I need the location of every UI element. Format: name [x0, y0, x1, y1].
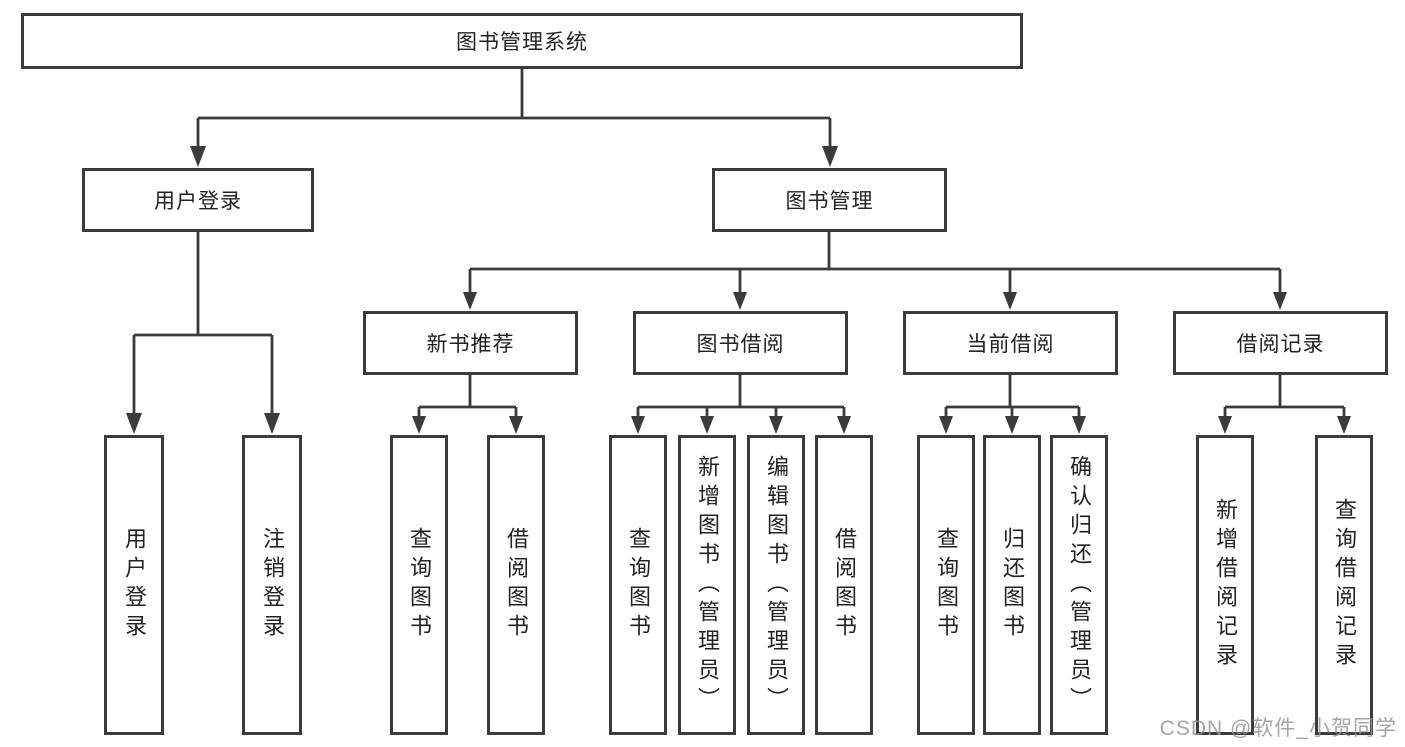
- leaf-cb-return-book-label: 归还图书: [1000, 527, 1025, 643]
- leaf-bb-edit-book-admin-label: 编辑图书（管理员）: [764, 454, 789, 716]
- leaf-bb-edit-book-admin: 编辑图书（管理员）: [747, 435, 805, 735]
- node-new-book-recommend: 新书推荐: [363, 311, 578, 375]
- node-book-borrow: 图书借阅: [633, 311, 848, 375]
- leaf-cb-query-book-label: 查询图书: [934, 527, 959, 643]
- leaf-bb-borrow-book-label: 借阅图书: [832, 527, 857, 643]
- leaf-user-login-label: 用户登录: [122, 527, 147, 643]
- node-book-management-label: 图书管理: [785, 190, 874, 213]
- node-book-borrow-label: 图书借阅: [696, 333, 785, 356]
- leaf-user-login: 用户登录: [104, 435, 164, 735]
- leaf-bb-borrow-book: 借阅图书: [815, 435, 873, 735]
- leaf-bb-query-book: 查询图书: [609, 435, 667, 735]
- leaf-rec-add-record: 新增借阅记录: [1196, 435, 1254, 735]
- node-current-borrow-label: 当前借阅: [966, 333, 1055, 356]
- leaf-bb-add-book-admin: 新增图书（管理员）: [678, 435, 736, 735]
- node-root: 图书管理系统: [21, 13, 1023, 69]
- leaf-rec-query-record: 查询借阅记录: [1315, 435, 1373, 735]
- leaf-bb-add-book-admin-label: 新增图书（管理员）: [695, 454, 720, 716]
- node-current-borrow: 当前借阅: [903, 311, 1118, 375]
- leaf-cb-return-book: 归还图书: [983, 435, 1041, 735]
- node-new-book-recommend-label: 新书推荐: [426, 333, 515, 356]
- node-root-label: 图书管理系统: [456, 31, 588, 54]
- node-book-management: 图书管理: [712, 168, 947, 232]
- leaf-nb-query-book: 查询图书: [390, 435, 448, 735]
- leaf-nb-query-book-label: 查询图书: [407, 527, 432, 643]
- leaf-cb-query-book: 查询图书: [917, 435, 975, 735]
- leaf-logout: 注销登录: [242, 435, 302, 735]
- node-borrow-records: 借阅记录: [1173, 311, 1388, 375]
- leaf-rec-add-record-label: 新增借阅记录: [1213, 498, 1238, 672]
- node-user-login: 用户登录: [82, 168, 314, 232]
- csdn-watermark: CSDN @软件_小贺同学: [1159, 717, 1397, 740]
- leaf-rec-query-record-label: 查询借阅记录: [1332, 498, 1357, 672]
- leaf-nb-borrow-book-label: 借阅图书: [504, 527, 529, 643]
- node-borrow-records-label: 借阅记录: [1236, 333, 1325, 356]
- node-user-login-label: 用户登录: [154, 190, 242, 213]
- leaf-cb-confirm-return-admin: 确认归还（管理员）: [1050, 435, 1108, 735]
- leaf-cb-confirm-return-admin-label: 确认归还（管理员）: [1067, 454, 1092, 716]
- leaf-logout-label: 注销登录: [260, 527, 285, 643]
- leaf-bb-query-book-label: 查询图书: [626, 527, 651, 643]
- leaf-nb-borrow-book: 借阅图书: [487, 435, 545, 735]
